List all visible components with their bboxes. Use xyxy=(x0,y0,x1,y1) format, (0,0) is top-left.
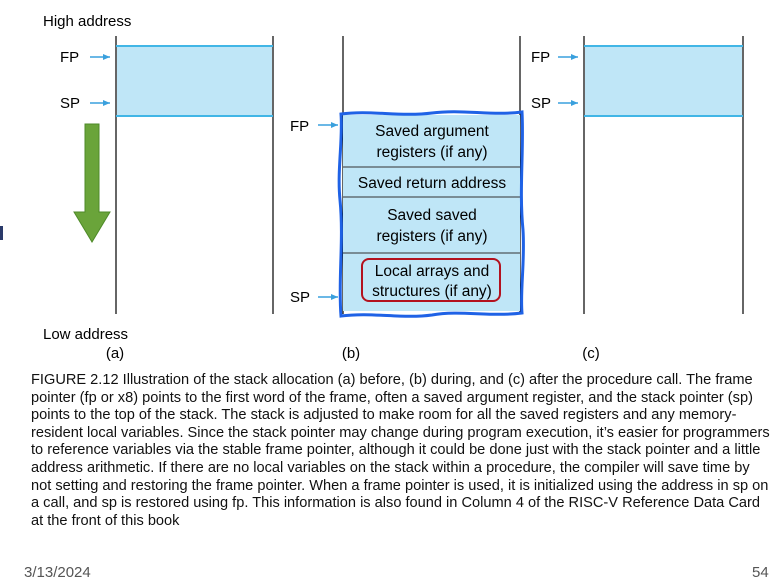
panel-a-stack-frame xyxy=(117,46,272,116)
panel-c-sp-label: SP xyxy=(531,95,551,112)
panel-c-stack-frame xyxy=(585,46,742,116)
panel-b-caption: (b) xyxy=(342,345,360,362)
panel-c-caption: (c) xyxy=(582,345,600,362)
frame-entry-return-address: Saved return address xyxy=(358,175,506,192)
frame-entry-local-arrays-line1: Local arrays and xyxy=(375,263,490,280)
panel-b: Saved argument registers (if any) Saved … xyxy=(290,36,525,362)
panel-a-caption: (a) xyxy=(106,345,124,362)
frame-entry-saved-args-line2: registers (if any) xyxy=(376,144,487,161)
high-address-label: High address xyxy=(43,13,131,30)
panel-a-fp-label: FP xyxy=(60,49,79,66)
panel-a: FP SP (a) xyxy=(60,36,274,362)
stack-allocation-diagram: High address FP SP (a) Saved argument re… xyxy=(43,13,744,362)
figure-caption: FIGURE 2.12 Illustration of the stack al… xyxy=(31,372,770,529)
left-edge-marker xyxy=(0,226,3,240)
panel-b-stack-frame xyxy=(343,115,520,311)
panel-c-fp-label: FP xyxy=(531,49,550,66)
panel-a-sp-label: SP xyxy=(60,95,80,112)
panel-b-fp-label: FP xyxy=(290,118,309,135)
frame-entry-saved-regs-line1: Saved saved xyxy=(387,207,477,224)
local-arrays-highlight-box xyxy=(361,258,501,302)
frame-hand-drawn-outline xyxy=(337,110,525,318)
panel-c: FP SP (c) xyxy=(531,36,744,362)
frame-entry-saved-regs-line2: registers (if any) xyxy=(376,228,487,245)
panel-b-sp-label: SP xyxy=(290,289,310,306)
slide-date: 3/13/2024 xyxy=(24,564,91,581)
frame-entry-saved-args-line1: Saved argument xyxy=(375,123,489,140)
frame-entry-local-arrays-line2: structures (if any) xyxy=(372,283,492,300)
slide-page-number: 54 xyxy=(752,564,769,581)
low-address-label: Low address xyxy=(43,326,128,343)
stack-growth-down-arrow-icon xyxy=(73,123,111,243)
